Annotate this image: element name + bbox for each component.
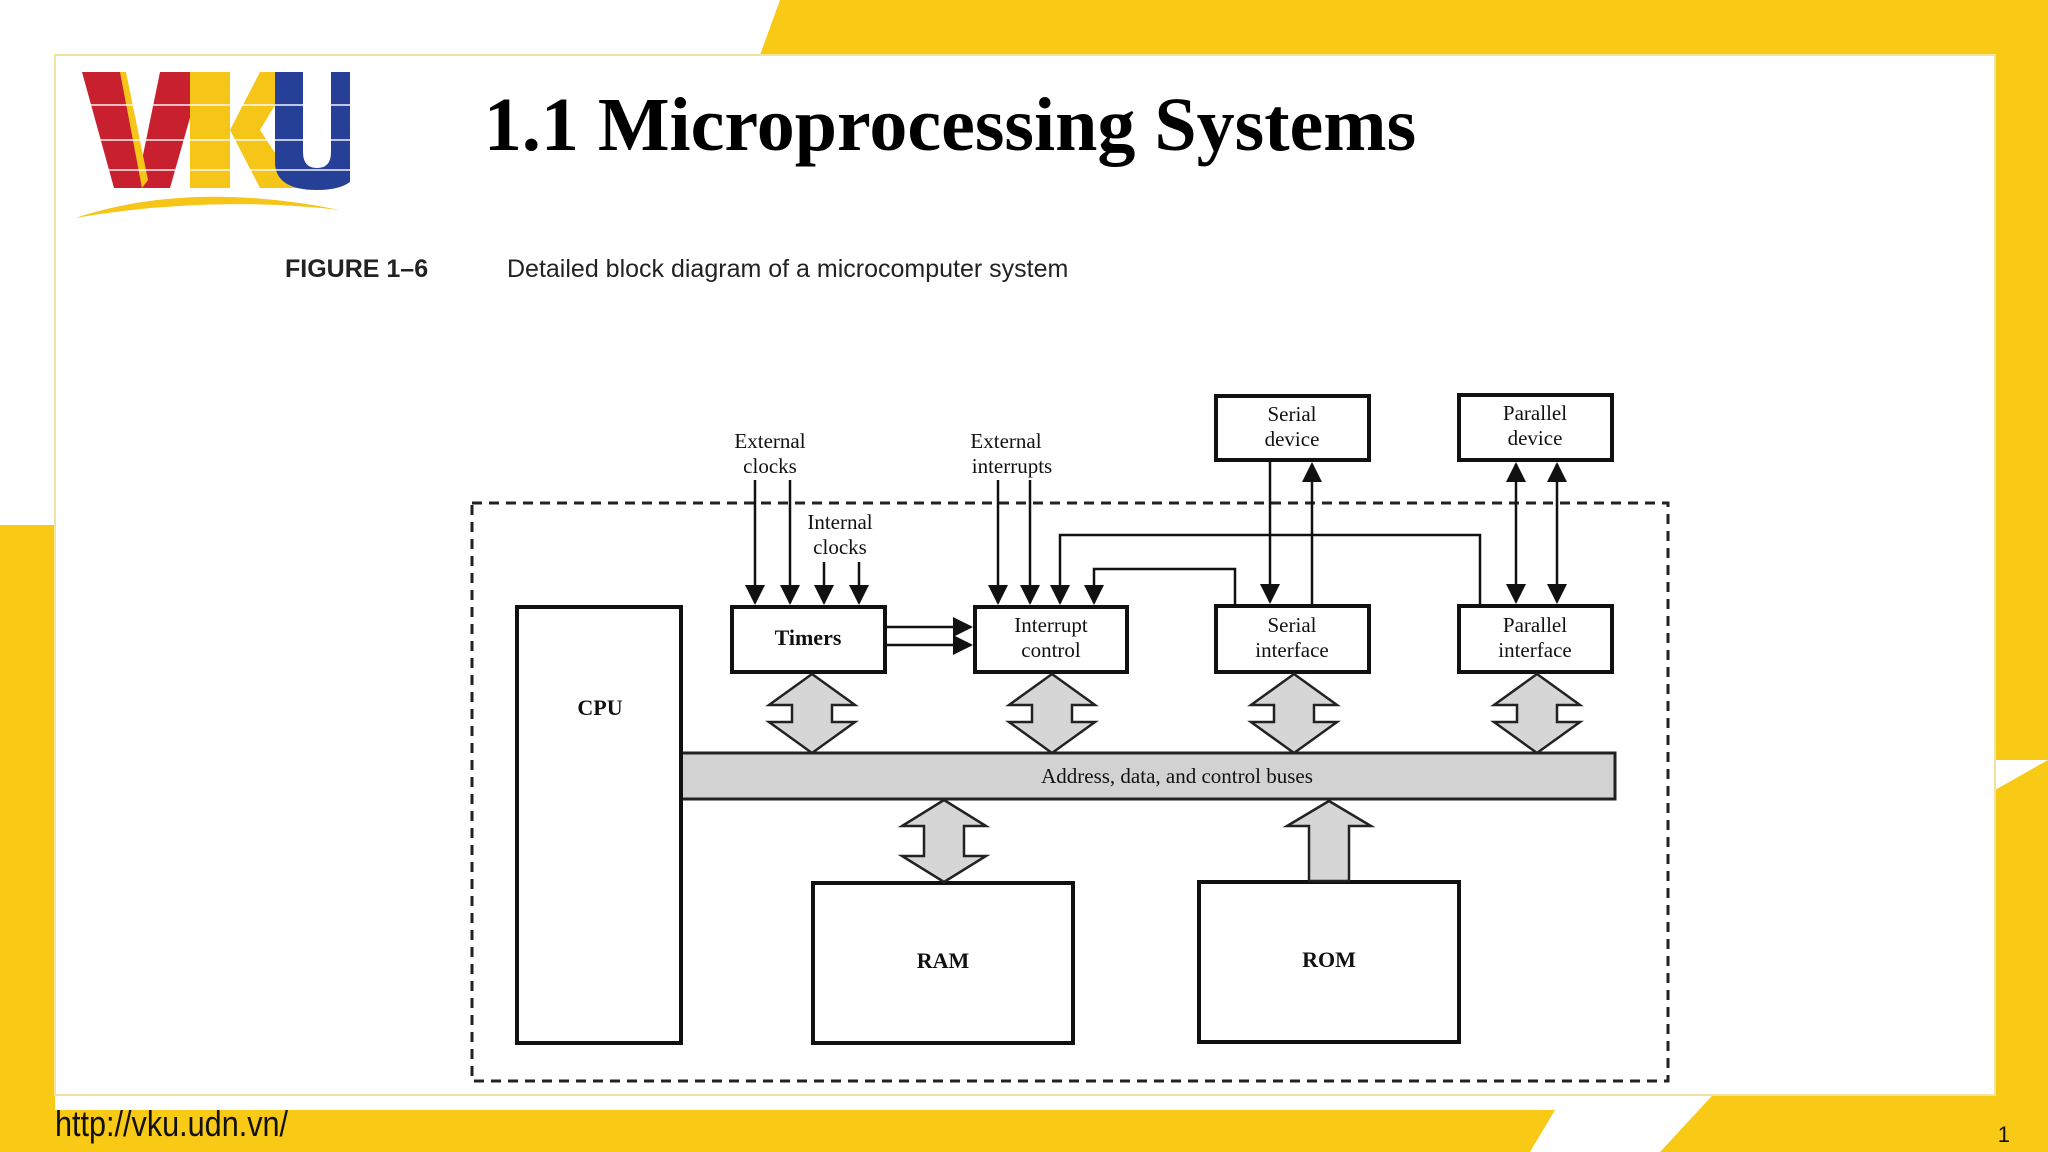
accent-bottom bbox=[0, 1110, 1555, 1152]
interrupt-control-label-1: Interrupt bbox=[1014, 613, 1088, 637]
rom-label: ROM bbox=[1302, 947, 1356, 972]
ram-bus-arrow bbox=[897, 798, 991, 884]
signal-arrows bbox=[745, 460, 1567, 655]
timers-bus-arrow bbox=[765, 672, 859, 755]
page-number: 1 bbox=[1997, 1122, 2010, 1147]
parallel-interface-label-2: interface bbox=[1498, 638, 1571, 662]
ram-block bbox=[811, 881, 1075, 1045]
rom-bus-arrow bbox=[1282, 799, 1376, 883]
internal-clocks-label-1: Internal bbox=[807, 510, 872, 534]
interrupt-control-block bbox=[973, 605, 1129, 674]
internal-clocks-label-2: clocks bbox=[813, 535, 867, 559]
parallel-interface-block bbox=[1457, 604, 1614, 674]
serial-device-label-1: Serial bbox=[1268, 402, 1317, 426]
external-clocks-label-2: clocks bbox=[743, 454, 797, 478]
parallel-bus-arrow bbox=[1490, 672, 1584, 755]
bus bbox=[678, 751, 1617, 801]
logo-swoosh bbox=[75, 196, 340, 218]
external-interrupts-label-2: interrupts bbox=[972, 454, 1052, 478]
serial-interface-block bbox=[1214, 604, 1371, 674]
logo-letter-u bbox=[275, 72, 350, 190]
parallel-interface-label-1: Parallel bbox=[1503, 613, 1567, 637]
serial-interface-label-1: Serial bbox=[1268, 613, 1317, 637]
logo-letter-v bbox=[82, 72, 203, 188]
footer-url: http://vku.udn.vn/ bbox=[55, 1103, 289, 1144]
external-clocks-label-1: External bbox=[734, 429, 805, 453]
external-interrupts-label-1: External bbox=[970, 429, 1041, 453]
figure-number: FIGURE 1–6 bbox=[285, 255, 429, 283]
parallel-device-label-2: device bbox=[1508, 426, 1563, 450]
system-boundary bbox=[470, 501, 1670, 1083]
bus-arrows bbox=[765, 672, 1584, 884]
bus-label: Address, data, and control buses bbox=[1041, 764, 1313, 788]
serial-bus-arrow bbox=[1247, 672, 1341, 755]
serial-interface-label-2: interface bbox=[1255, 638, 1328, 662]
serial-device-label-2: device bbox=[1265, 427, 1320, 451]
ram-label: RAM bbox=[917, 948, 970, 973]
figure-caption: Detailed block diagram of a microcompute… bbox=[507, 255, 1069, 283]
interrupt-control-label-2: control bbox=[1021, 638, 1081, 662]
cpu-label: CPU bbox=[577, 695, 622, 720]
cpu-block bbox=[515, 605, 683, 1045]
vku-logo bbox=[75, 72, 350, 218]
slide-title: 1.1 Microprocessing Systems bbox=[483, 83, 1417, 167]
timers-block bbox=[730, 605, 887, 674]
parallel-device-block bbox=[1457, 393, 1614, 462]
accent-left bbox=[0, 525, 55, 1110]
serial-device-block bbox=[1214, 394, 1371, 462]
interrupt-bus-arrow bbox=[1005, 672, 1099, 755]
logo-letter-k bbox=[190, 72, 298, 188]
timers-label: Timers bbox=[775, 625, 842, 650]
serial-to-interrupt-line bbox=[1084, 567, 1237, 606]
parallel-device-label-1: Parallel bbox=[1503, 401, 1567, 425]
